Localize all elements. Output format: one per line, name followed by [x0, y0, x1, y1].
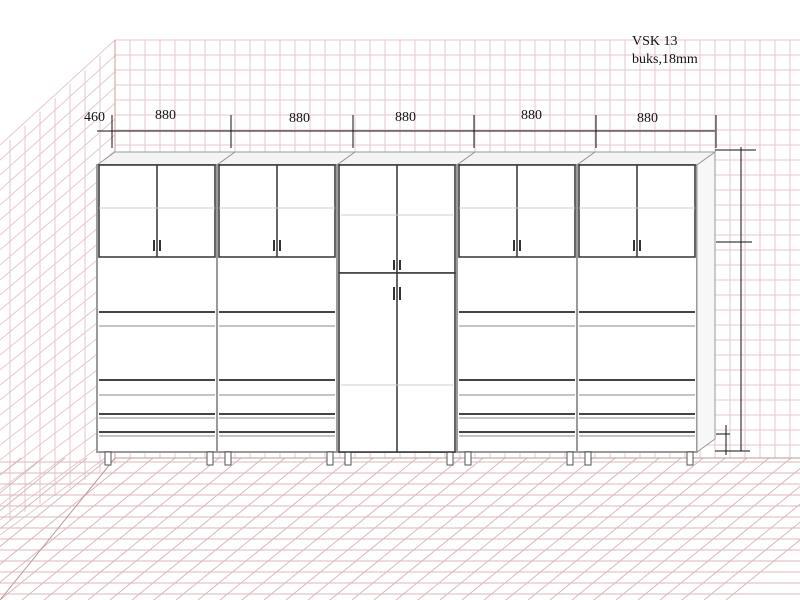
floor-grid-line	[351, 457, 528, 600]
floor-grid-line	[0, 457, 110, 548]
cabinet-leg	[584, 451, 592, 466]
cabinet-leg	[686, 451, 694, 466]
cabinet-leg	[206, 451, 214, 466]
floor-grid-line	[681, 503, 800, 600]
width-dimension-label-1: 880	[155, 108, 176, 123]
floor-grid-line	[0, 457, 44, 494]
left-wall-grid-line	[0, 324, 116, 416]
cabinet-leg	[326, 451, 334, 466]
left-wall-grid-line	[0, 403, 116, 491]
left-wall-grid-line	[0, 181, 116, 281]
cabinet-leg	[464, 451, 472, 466]
floor-grid-line	[65, 457, 242, 600]
cabinet-side-panel	[696, 151, 716, 453]
floor-grid-line	[285, 457, 462, 600]
left-wall-grid-line	[0, 355, 116, 446]
cabinet-top-panel	[575, 151, 717, 166]
model-label: VSK 13	[632, 34, 678, 49]
cabinet-leg	[224, 451, 232, 466]
floor-grid-line	[0, 457, 176, 600]
floor-grid-line	[21, 457, 198, 600]
floor-grid-line	[329, 457, 506, 600]
left-wall-grid-line	[0, 276, 116, 371]
width-dimension-label-3: 880	[395, 110, 416, 125]
left-wall-grid-line	[0, 87, 116, 191]
floor-grid-line	[571, 457, 748, 600]
floor-grid-line	[549, 457, 726, 600]
cabinet-4	[455, 151, 597, 466]
floor-grid-line	[0, 457, 66, 512]
floor-grid-line	[483, 457, 660, 600]
left-wall-grid-line	[0, 245, 116, 341]
left-wall-grid-line	[0, 150, 116, 251]
cabinet-leg	[446, 451, 454, 466]
floor-grid-line	[703, 521, 800, 600]
floor-grid-line	[153, 457, 330, 600]
left-wall-grid-line	[0, 118, 116, 221]
floor-grid-line	[197, 457, 374, 600]
floor-grid-line	[87, 457, 264, 600]
floor-grid-line	[0, 457, 154, 583]
left-wall-grid-line	[0, 308, 116, 401]
material-label: buks,18mm	[632, 52, 698, 67]
floor-grid-line	[527, 457, 704, 600]
left-wall-grid-line	[0, 71, 116, 176]
floor-grid-line	[417, 457, 594, 600]
left-wall-grid-line	[0, 292, 116, 386]
floor-grid-line	[109, 457, 286, 600]
cabinet-top-panel	[455, 151, 597, 166]
left-wall-grid-line	[0, 39, 116, 146]
floor-grid-line	[307, 457, 484, 600]
floor-grid-line	[241, 457, 418, 600]
cabinet-top-panel	[95, 151, 237, 166]
floor-grid-line	[637, 467, 800, 600]
floor-grid-line	[505, 457, 682, 600]
left-wall-grid-line	[0, 387, 116, 476]
left-wall-grid-line	[0, 339, 116, 431]
left-wall-grid-line	[0, 213, 116, 311]
floor-grid-line	[659, 485, 800, 600]
left-wall-grid-line	[0, 166, 116, 266]
cabinet-1	[95, 151, 237, 466]
left-wall-grid-line	[0, 371, 116, 461]
cabinet-5	[575, 151, 717, 466]
floor-grid-line	[593, 457, 770, 600]
floor-grid-line	[175, 457, 352, 600]
floor-grid-line	[725, 539, 800, 600]
floor-grid-line	[615, 457, 792, 600]
cabinet-leg	[566, 451, 574, 466]
floor-wall-edge	[0, 457, 116, 600]
left-wall-grid-line	[0, 260, 116, 356]
floor-grid-line	[461, 457, 638, 600]
width-dimension-label-4: 880	[521, 108, 542, 123]
cabinet-top-panel	[335, 151, 477, 166]
cabinet-leg	[344, 451, 352, 466]
floor-grid-line	[0, 457, 132, 565]
floor-grid	[0, 457, 800, 600]
floor-grid-line	[439, 457, 616, 600]
width-dimension-label-5: 880	[637, 111, 658, 126]
floor-grid-line	[219, 457, 396, 600]
floor-grid-line	[131, 457, 308, 600]
floor-grid-line	[43, 457, 220, 600]
dimension-lines	[97, 115, 756, 455]
cabinet-top-panel	[215, 151, 357, 166]
floor-grid-line	[395, 457, 572, 600]
left-wall-grid-line	[0, 55, 116, 161]
cabinet-3	[335, 151, 477, 466]
depth-dimension-label: 460	[84, 110, 105, 125]
left-wall-grid-line	[0, 102, 116, 206]
cabinet-2	[215, 151, 357, 466]
floor-grid-line	[263, 457, 440, 600]
width-dimension-label-2: 880	[289, 111, 310, 126]
left-wall-grid-line	[0, 197, 116, 296]
left-wall-grid-line	[0, 450, 116, 536]
left-wall-grid-line	[0, 134, 116, 236]
floor-grid-line	[0, 457, 88, 530]
cabinet-leg	[104, 451, 112, 466]
floor-grid-line	[373, 457, 550, 600]
left-wall-grid-line	[0, 229, 116, 326]
